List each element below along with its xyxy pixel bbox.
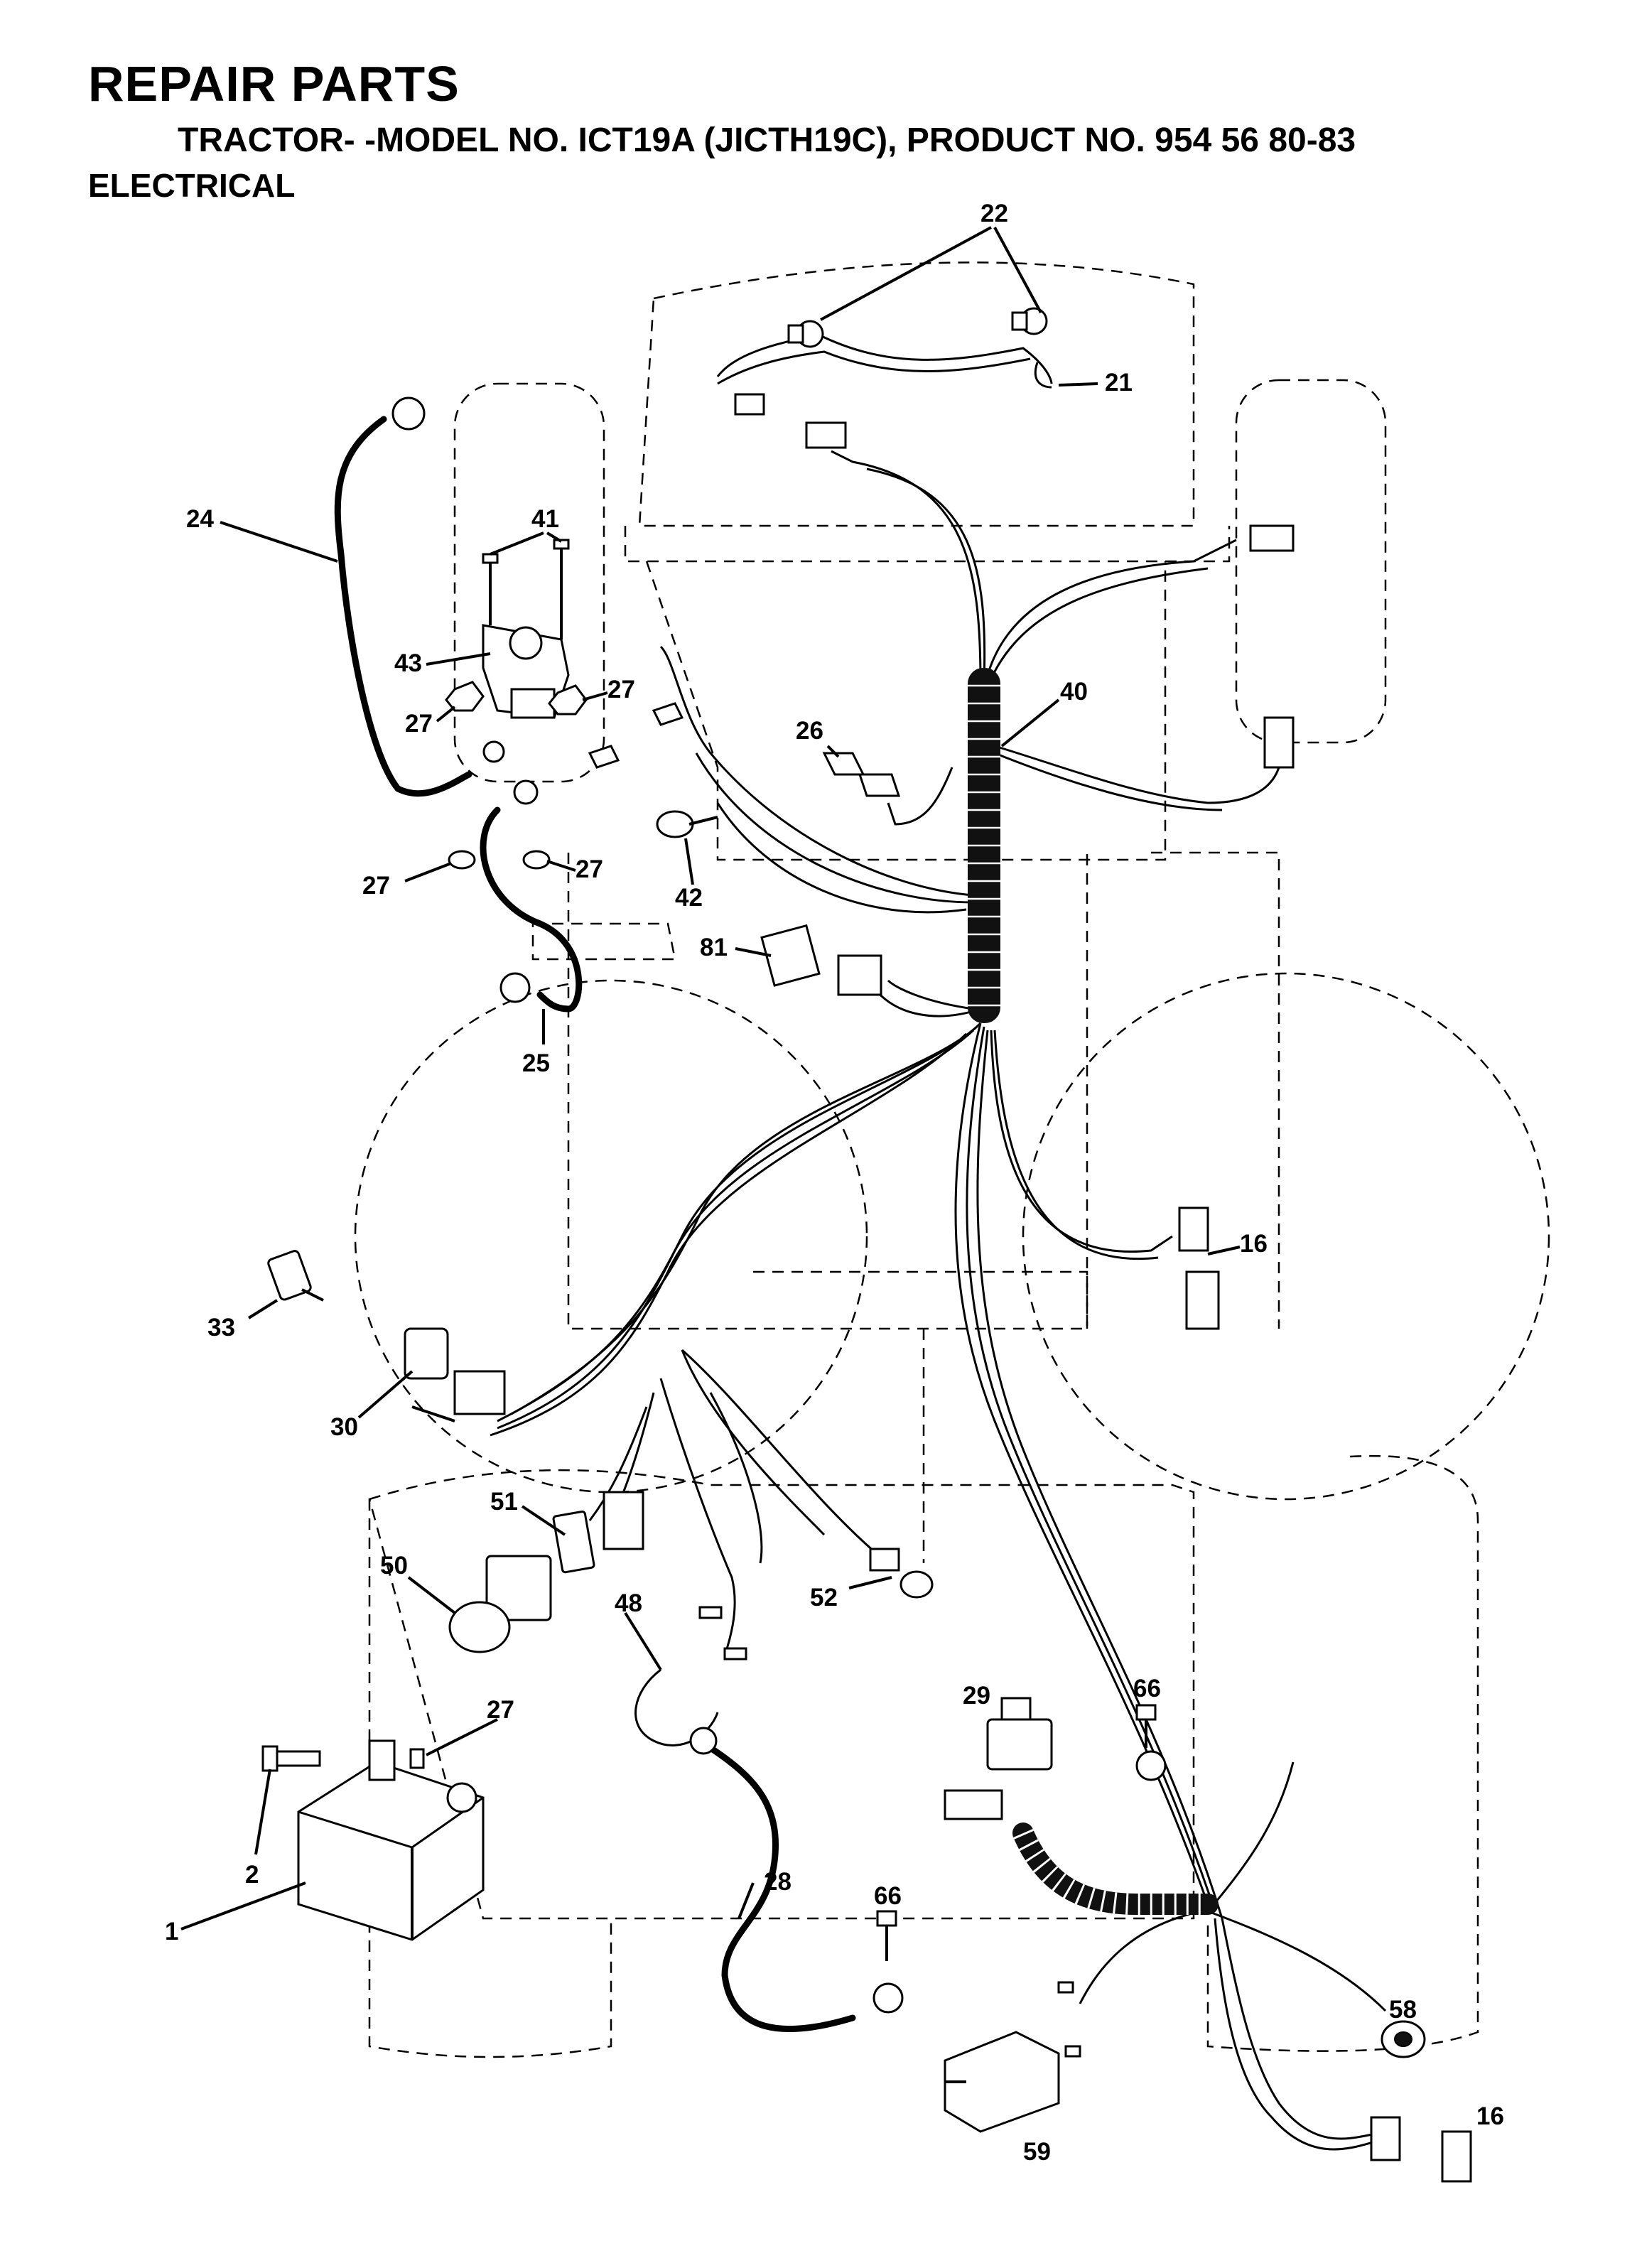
callout-22: 22 [980,200,1008,227]
callout-42: 42 [675,884,703,912]
callout-27-right: 27 [607,676,635,703]
callout-52: 52 [810,1584,838,1611]
callout-25: 25 [522,1049,550,1077]
callout-66-upper: 66 [1133,1675,1161,1702]
connector-16-upper [1178,1206,1220,1330]
callout-29: 29 [963,1682,990,1710]
callout-labels: 22 21 24 41 43 27 27 27 27 25 26 40 42 8… [165,200,1504,2166]
brake-switch [869,1548,934,1599]
battery [297,1739,485,1941]
callout-59: 59 [1023,2138,1051,2166]
headlight-bulb-right [1011,307,1048,335]
callout-1: 1 [165,1918,178,1945]
ignition-switch [404,1327,506,1422]
callout-24: 24 [186,505,214,533]
callout-51: 51 [490,1488,518,1516]
callout-26: 26 [796,717,823,745]
ignition-module [944,1981,1081,2133]
battery-bolt [261,1745,321,1772]
callout-50: 50 [380,1552,408,1580]
callout-30: 30 [330,1413,358,1441]
hex-nuts [445,681,588,870]
ground-cable [689,1727,904,2032]
callout-16-lower: 16 [1476,2102,1504,2130]
headlight-bulb-left [787,320,824,348]
callout-40: 40 [1060,678,1088,706]
solenoid-module [944,1697,1053,1820]
boot-cap [656,810,718,838]
callout-28: 28 [764,1868,792,1896]
callout-27-battery: 27 [487,1696,514,1724]
callout-2: 2 [245,1861,259,1889]
battery-cable-24 [334,396,505,797]
callout-66-lower: 66 [874,1882,902,1910]
battery-cable-25 [480,779,583,1012]
ground-bolt-lower [876,1910,897,1961]
connector-16-lower [1370,2116,1472,2183]
wire-loom-corrugated [968,668,1000,1023]
seat-switch-lead [634,1606,747,1746]
callout-16-upper: 16 [1240,1230,1268,1258]
harness-connector-right [1263,716,1295,769]
fuse-holder [822,752,901,797]
callout-27-lower-left: 27 [362,872,390,900]
hour-meter [1381,2020,1426,2058]
harness-connector-top [805,421,847,449]
callout-27-left: 27 [405,710,433,738]
harness-connector-front-right [1249,524,1295,552]
ground-bolt-upper [1135,1704,1167,1781]
callout-41: 41 [531,505,559,533]
section-label: ELECTRICAL [88,167,296,204]
rear-wire-loom [1012,1822,1219,1915]
callout-leaders [180,226,1241,1930]
callout-48: 48 [615,1589,642,1617]
headlight-connector [734,393,765,416]
battery-nut [409,1748,425,1769]
solenoid-bolts [482,539,570,639]
terminal-lead-2 [588,745,620,769]
terminal-lead [652,702,684,726]
model-subtitle: TRACTOR- -MODEL NO. ICT19A (JICTH19C), P… [178,122,1356,159]
callout-27-lower-right: 27 [576,855,603,883]
callout-58: 58 [1389,1996,1417,2024]
starter-solenoid [482,624,570,719]
ignition-key [267,1250,324,1302]
callout-21: 21 [1105,369,1133,396]
callout-33: 33 [207,1314,235,1341]
relay [760,924,882,996]
connector-plug-51 [552,1491,644,1574]
wiring-harness [490,333,1393,2151]
callout-43: 43 [394,649,422,677]
pto-switch [448,1555,552,1653]
page-title: REPAIR PARTS [88,56,460,112]
callout-81: 81 [700,934,728,961]
